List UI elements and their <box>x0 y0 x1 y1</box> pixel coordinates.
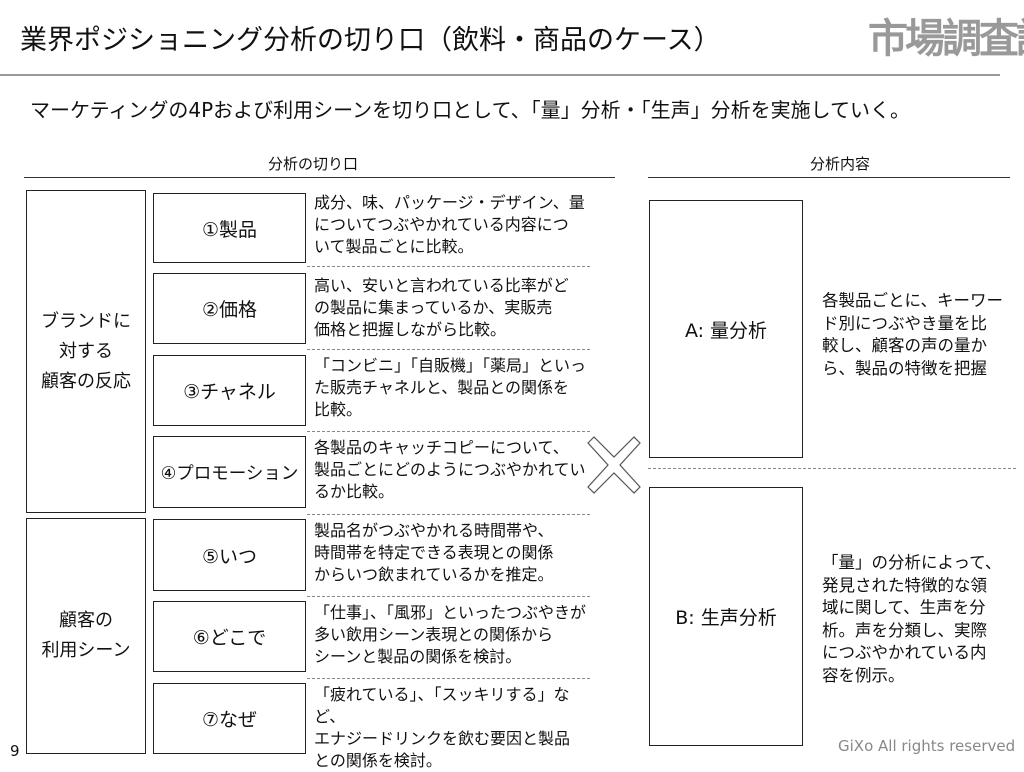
group-brand-reaction: ブランドに 対する 顧客の反応 <box>26 190 146 513</box>
divider <box>307 678 590 679</box>
divider <box>307 349 590 350</box>
item-price: ②価格 <box>153 273 306 344</box>
item-channel: ③チャネル <box>153 355 306 426</box>
divider <box>307 596 590 597</box>
title-divider <box>0 74 1000 76</box>
desc-where: 「仕事」、「風邪」といったつぶやきが 多い飲用シーン表現との関係から シーンと製… <box>314 603 587 666</box>
desc-price: 高い、安いと言われている比率がど の製品に集まっているか、実販売 価格と把握しな… <box>314 276 569 339</box>
item-product: ①製品 <box>153 193 306 263</box>
page-title: 業界ポジショニング分析の切り口（飲料・商品のケース） <box>20 25 721 56</box>
item-when: ⑤いつ <box>153 519 306 591</box>
item-promotion: ④プロモーション <box>153 436 306 508</box>
desc-channel: 「コンビニ」「自販機」「薬局」といっ た販売チャネルと、製品との関係を 比較。 <box>314 356 587 419</box>
logo: 市場調査課 <box>868 16 1024 62</box>
right-header-line <box>648 177 1010 178</box>
subtitle: マーケティングの4Pおよび利用シーンを切り口として、「量」分析・「生声」分析を実… <box>30 98 910 122</box>
item-why: ⑦なぜ <box>153 683 306 754</box>
group-usage-scene: 顧客の 利用シーン <box>26 518 146 754</box>
left-header: 分析の切り口 <box>268 155 359 173</box>
analysis-b-box: B: 生声分析 <box>649 487 803 746</box>
divider <box>307 266 590 267</box>
divider <box>307 514 590 515</box>
item-where: ⑥どこで <box>153 601 306 672</box>
analysis-b-desc: 「量」の分析によって、 発見された特徴的な領 域に関して、生声を分 析。声を分類… <box>822 553 1002 685</box>
left-header-line <box>24 177 615 178</box>
desc-when: 製品名がつぶやかれる時間帯や、 時間帯を特定できる表現との関係 からいつ飲まれて… <box>314 521 554 584</box>
analysis-a-box: A: 量分析 <box>649 200 803 458</box>
analysis-a-desc: 各製品ごとに、キーワー ド別につぶやき量を比 較し、顧客の声の量か ら、製品の特… <box>822 291 1004 378</box>
right-header: 分析内容 <box>810 155 871 173</box>
page-number: 9 <box>10 742 20 760</box>
divider <box>307 431 590 432</box>
desc-product: 成分、味、パッケージ・デザイン、量 についてつぶやかれている内容につ いて製品ご… <box>314 193 585 256</box>
analysis-divider <box>648 468 1016 469</box>
cross-icon <box>587 436 641 494</box>
desc-promotion: 各製品のキャッチコピーについて、 製品ごとにどのようにつぶやかれてい るか比較。 <box>314 438 586 501</box>
copyright: GiXo All rights reserved <box>838 737 1016 755</box>
desc-why: 「疲れている」、「スッキリする」など、 エナジードリンクを飲む要因と製品 との関… <box>314 685 571 770</box>
